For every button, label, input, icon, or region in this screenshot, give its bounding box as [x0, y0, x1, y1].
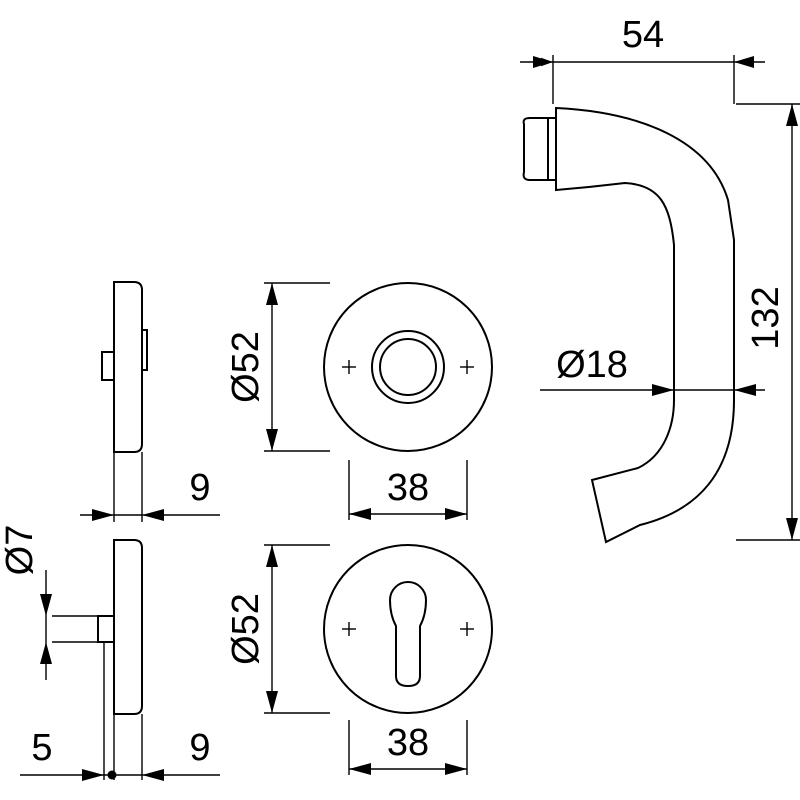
side-view-bottom — [52, 539, 143, 715]
handle-collar — [522, 117, 557, 181]
rose-bottom-view — [323, 544, 493, 714]
label-rose-top-diameter: Ø52 — [225, 331, 267, 403]
dimension-handle-height: 132 — [736, 103, 800, 541]
dimension-side-top-thickness: 9 — [80, 452, 220, 522]
label-rose-bottom-width: 38 — [387, 722, 429, 764]
label-side-pin-diameter: Ø7 — [0, 525, 41, 576]
side-top-plate — [113, 281, 143, 453]
rose-top-ring-inner — [379, 338, 437, 396]
rose-top-view — [323, 282, 493, 452]
rose-top-ring-outer — [371, 330, 445, 404]
label-handle-diameter: Ø18 — [556, 344, 628, 386]
side-top-nub — [141, 329, 148, 371]
label-handle-length: 54 — [622, 14, 664, 56]
screw-mark-left — [342, 622, 356, 636]
dimension-dot — [107, 770, 117, 780]
dimension-handle-diameter: Ø18 — [540, 344, 765, 396]
label-handle-height: 132 — [745, 286, 787, 349]
side-bottom-plate — [113, 539, 143, 715]
label-side-top-thickness: 9 — [189, 467, 210, 509]
rose-bottom-plate — [323, 544, 493, 714]
side-top-stem — [101, 351, 115, 381]
dimension-rose-bottom-width: 38 — [348, 720, 468, 775]
dimension-handle-length: 54 — [520, 14, 765, 104]
dimension-side-bottom: 5 9 — [20, 642, 220, 781]
rose-top-plate — [323, 282, 493, 452]
dimension-side-pin-diameter: Ø7 — [0, 525, 52, 680]
label-side-bottom-offset: 5 — [31, 727, 52, 769]
screw-mark-left — [342, 360, 356, 374]
dimension-rose-top-diameter: Ø52 — [225, 282, 330, 452]
cylinder-keyhole — [388, 581, 428, 688]
screw-mark-right — [460, 360, 474, 374]
dimension-rose-top-width: 38 — [348, 460, 468, 520]
screw-mark-right — [460, 622, 474, 636]
label-side-bottom-thickness: 9 — [189, 727, 210, 769]
label-rose-top-width: 38 — [387, 467, 429, 509]
side-view-top — [101, 281, 148, 453]
label-rose-bottom-diameter: Ø52 — [225, 593, 267, 665]
side-bottom-pin — [97, 615, 115, 643]
dimension-rose-bottom-diameter: Ø52 — [225, 544, 330, 714]
handle-lever — [555, 106, 735, 544]
door-handle-view — [522, 106, 735, 544]
